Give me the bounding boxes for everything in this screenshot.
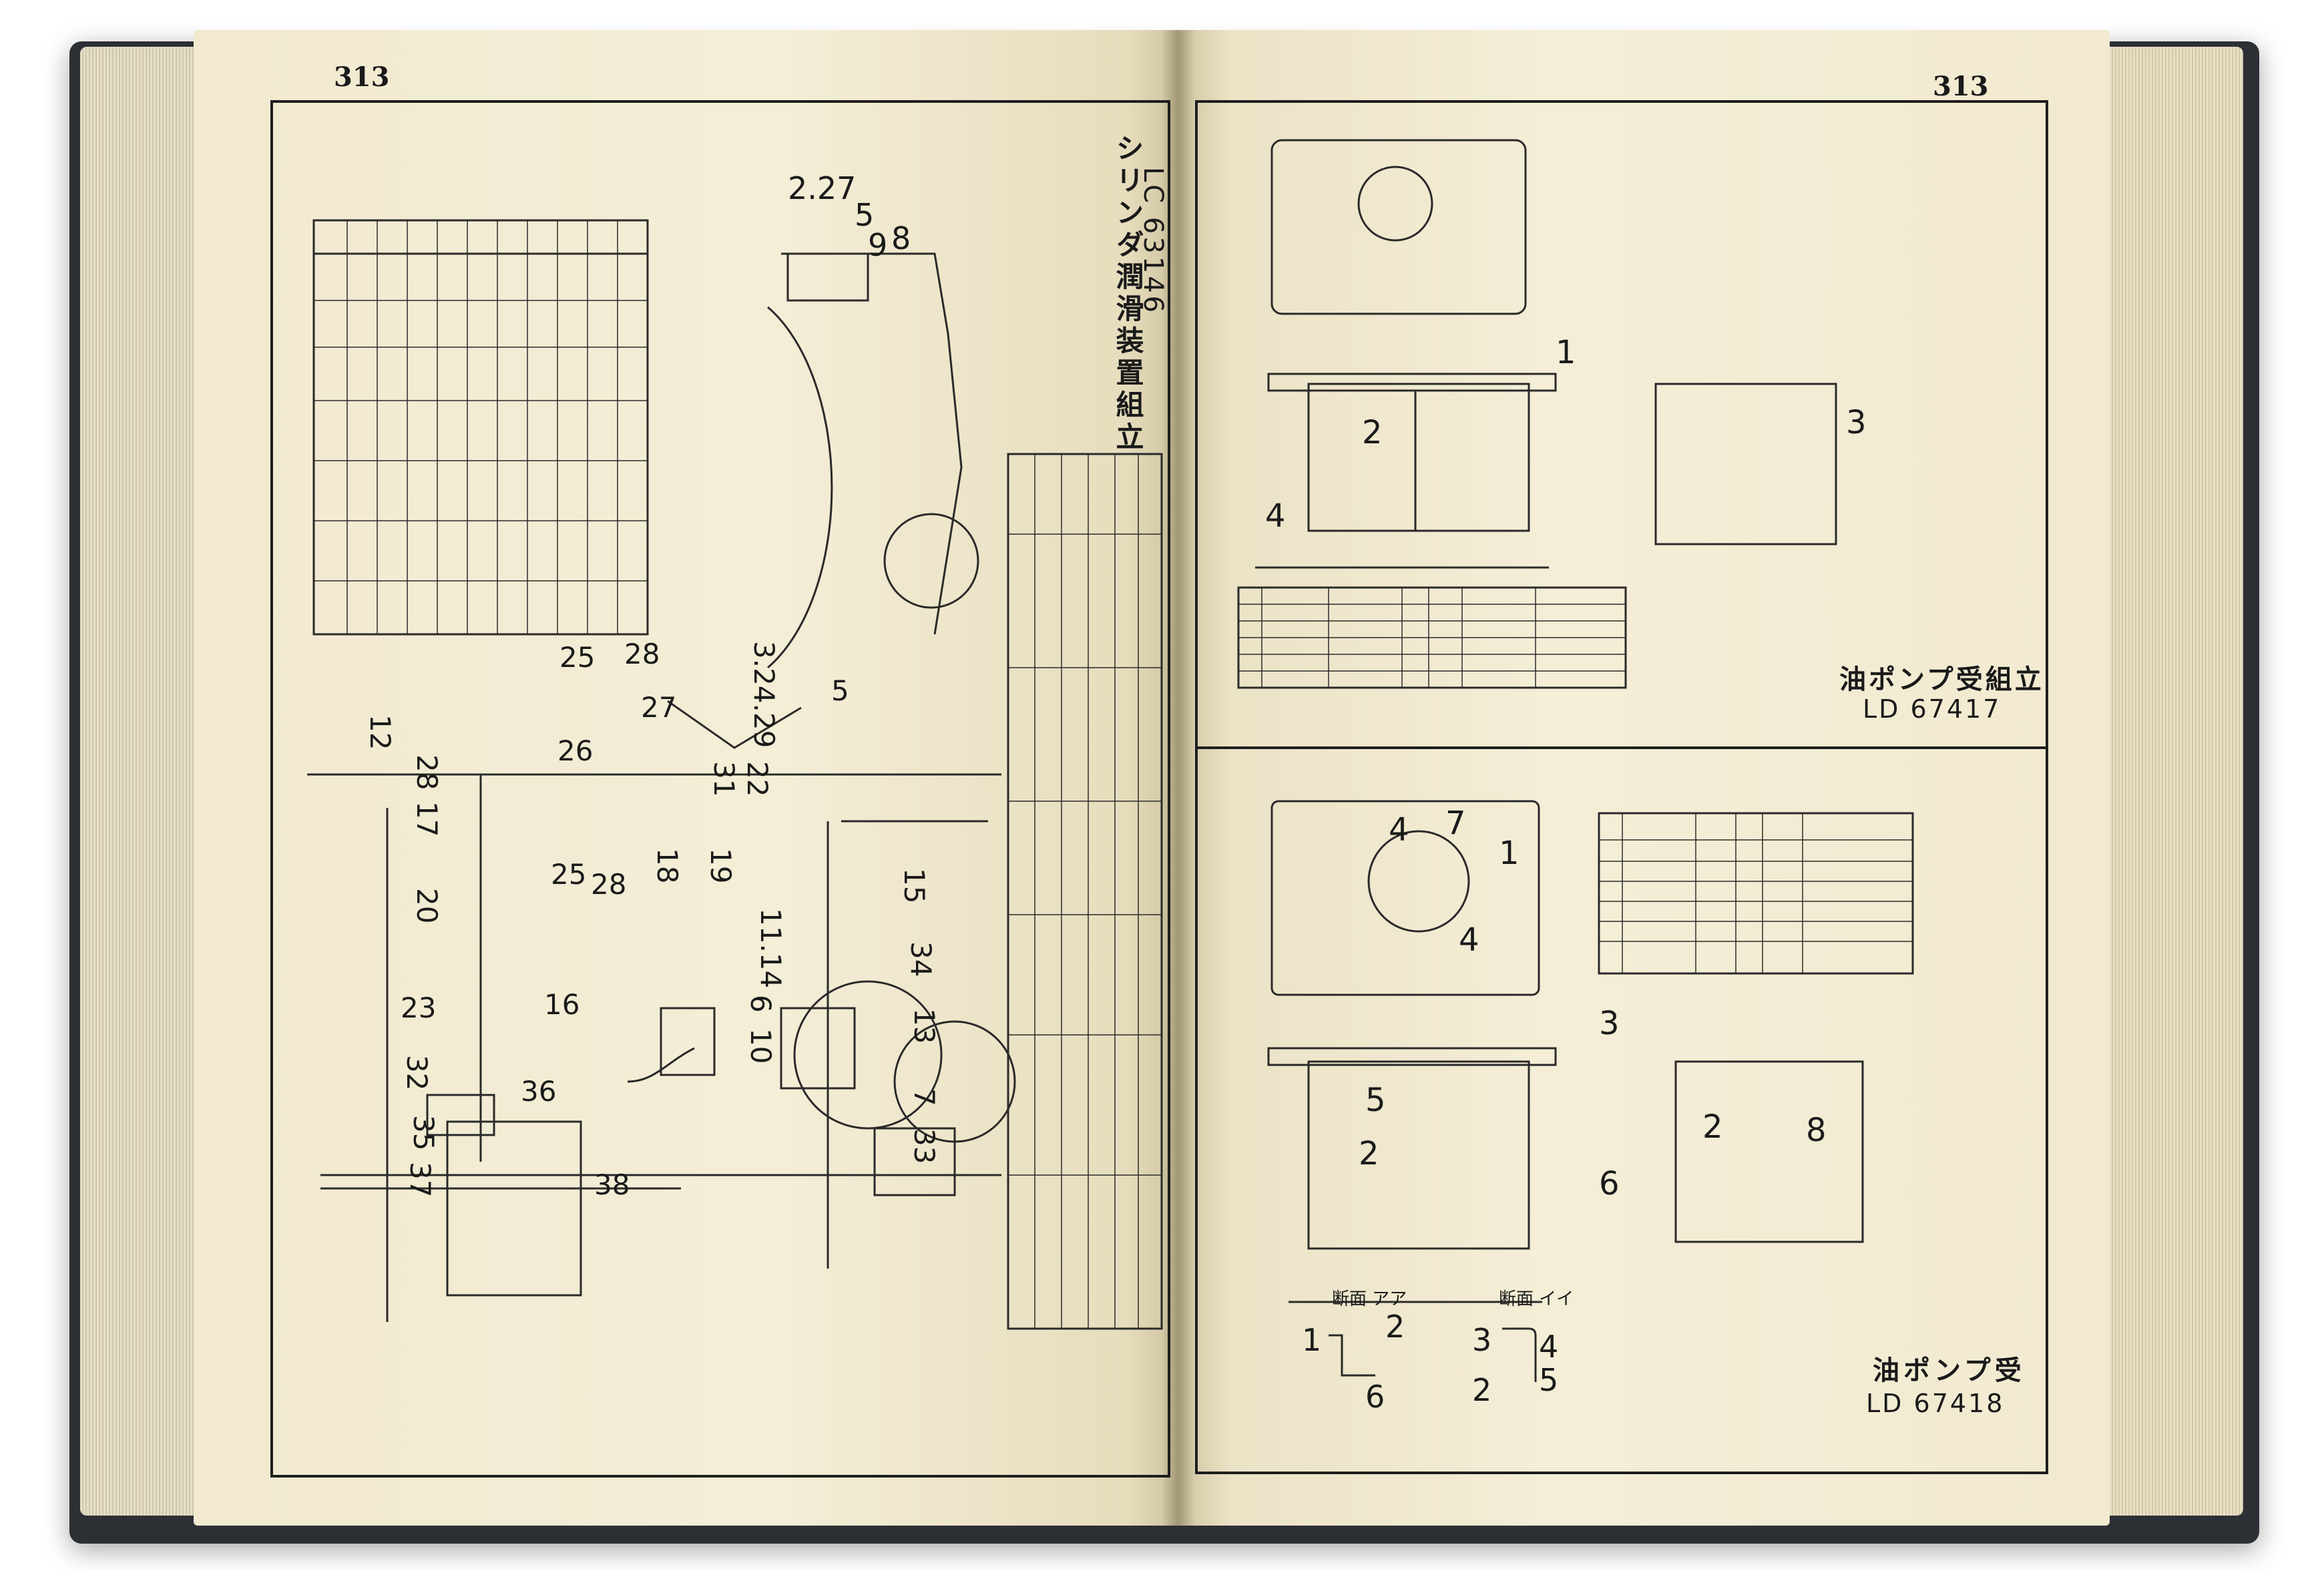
callout: 32 — [401, 1055, 433, 1091]
top-drawing-title: 油ポンプ受組立 — [1839, 664, 2044, 695]
callout: 23 — [401, 991, 437, 1024]
bottom-drawing-number: LD 67418 — [1866, 1389, 2005, 1418]
callout: 2.27 — [788, 170, 857, 206]
callout: 36 — [521, 1075, 557, 1108]
left-page-number: 313 — [334, 61, 390, 93]
callout: 9 — [868, 227, 888, 263]
callout: 13 — [908, 1008, 941, 1044]
left-drawing-title: シリンダ潤滑装置組立 — [1112, 134, 1144, 454]
page-stack-left — [80, 47, 200, 1516]
right-page-divider — [1195, 746, 2046, 749]
callout: 4 — [1389, 811, 1409, 849]
book-gutter — [1162, 30, 1195, 1526]
callout: 3 — [1846, 404, 1867, 441]
callout: 11.14 — [754, 908, 787, 989]
callout: 2 — [1385, 1309, 1405, 1345]
callout: 22 — [741, 761, 774, 797]
callout: 18 — [651, 848, 684, 884]
callout: 1 — [1556, 334, 1576, 371]
callout: 6 — [744, 995, 777, 1013]
callout: 28 — [411, 754, 443, 791]
callout: 3 — [1599, 1005, 1620, 1042]
receiver-plan-view — [1270, 800, 1540, 996]
bottom-drawing-title: 油ポンプ受 — [1873, 1355, 2026, 1386]
left-page — [194, 30, 1175, 1526]
left-drawing-number: LC 63146 — [1138, 167, 1168, 316]
callout: 7 — [908, 1088, 941, 1106]
top-drawing-number: LD 67417 — [1863, 694, 2002, 724]
right-page — [1175, 30, 2110, 1526]
page-stack-right — [2103, 47, 2243, 1516]
right-page-number: 313 — [1933, 71, 1989, 102]
callout: 20 — [411, 888, 443, 924]
callout: 33 — [908, 1128, 941, 1164]
callout: 4 — [1459, 921, 1479, 959]
callout: 17 — [411, 801, 443, 837]
callout: 6 — [1365, 1379, 1385, 1415]
cylinder-arc — [767, 306, 833, 669]
callout: 1 — [1499, 835, 1520, 872]
bottom-parts-table — [1598, 812, 1914, 975]
callout: 25 — [559, 641, 596, 674]
right-drawing-frame — [1195, 100, 2048, 1474]
callout: 10 — [744, 1028, 777, 1064]
left-drawing-frame — [270, 100, 1170, 1478]
callout: 27 — [641, 691, 677, 724]
callout: 35 — [407, 1115, 440, 1151]
callout: 1 — [1302, 1322, 1322, 1358]
callout: 31 — [708, 761, 740, 797]
section-label: 断面 イイ — [1499, 1289, 1574, 1309]
callout: 8 — [891, 220, 911, 256]
callout: 8 — [1806, 1112, 1827, 1149]
callout: 3.24.29 — [748, 641, 780, 748]
callout: 28 — [624, 638, 660, 670]
callout: 2 — [1472, 1372, 1492, 1408]
callout: 2 — [1702, 1108, 1723, 1146]
callout: 19 — [704, 848, 737, 884]
callout: 26 — [557, 734, 594, 767]
callout: 2 — [1359, 1135, 1379, 1172]
callout: 7 — [1445, 805, 1466, 842]
callout: 3 — [1472, 1322, 1492, 1358]
callout: 12 — [364, 714, 397, 750]
callout: 5 — [1539, 1362, 1559, 1398]
left-parts-table-2 — [1007, 453, 1163, 1330]
callout: 5 — [831, 674, 849, 707]
callout: 25 — [551, 858, 587, 891]
callout: 6 — [1599, 1165, 1620, 1202]
pump-plan-view — [1270, 139, 1527, 315]
callout: 37 — [404, 1162, 437, 1198]
callout: 15 — [898, 868, 931, 904]
callout: 5 — [1365, 1082, 1386, 1119]
section-label: 断面 アア — [1332, 1289, 1407, 1309]
callout: 5 — [855, 197, 875, 233]
callout: 4 — [1265, 497, 1286, 535]
callout: 2 — [1362, 414, 1383, 451]
callout: 28 — [591, 868, 627, 901]
left-parts-table — [312, 219, 649, 636]
callout: 38 — [594, 1168, 630, 1201]
callout: 4 — [1539, 1329, 1559, 1365]
callout: 16 — [544, 988, 580, 1021]
callout: 34 — [905, 941, 937, 977]
